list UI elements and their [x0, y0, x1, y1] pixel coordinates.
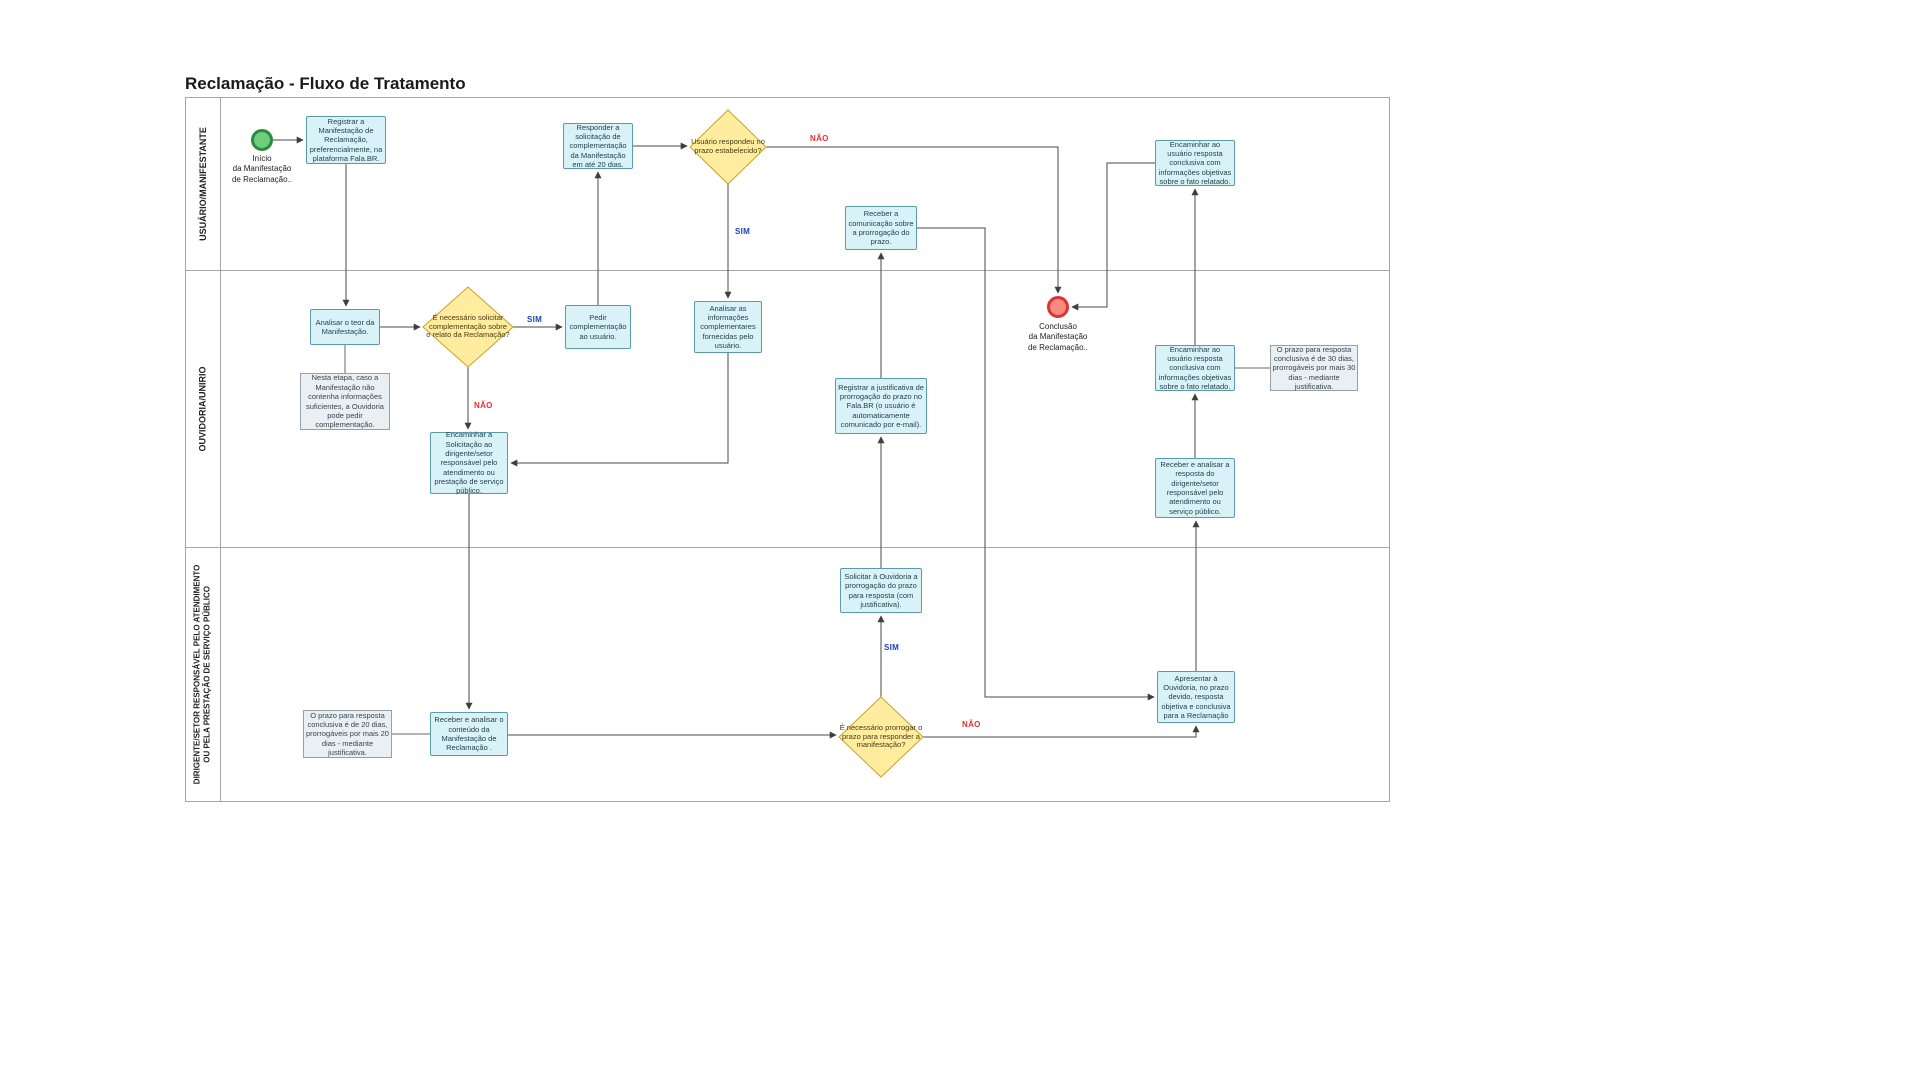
lane-divider-2	[185, 547, 1390, 548]
end-event-label: Conclusão da Manifestação de Reclamação.…	[1027, 322, 1089, 352]
edge-label-nao-respondeu: NÃO	[810, 134, 829, 143]
note-nesta-etapa: Nesta etapa, caso a Manifestação não con…	[300, 373, 390, 430]
task-pedir-complementacao: Pedir complementação ao usuário.	[565, 305, 631, 349]
task-encaminhar-solicitacao: Encaminhar a Solicitação ao dirigente/se…	[430, 430, 508, 495]
task-encaminhar-usuario-2: Encaminhar ao usuário resposta conclusiv…	[1155, 345, 1235, 391]
task-registrar-manifestacao: Registrar a Manifestação de Reclamação, …	[306, 116, 386, 164]
task-receber-conteudo: Receber e analisar o conteúdo da Manifes…	[430, 712, 508, 756]
edge-label-sim-respondeu: SIM	[735, 227, 751, 236]
task-receber-analisar-resposta: Receber e analisar a resposta do dirigen…	[1155, 458, 1235, 518]
task-solicitar-prorrogacao: Solicitar à Ouvidoria a prorrogação do p…	[840, 568, 922, 613]
task-encaminhar-usuario-1: Encaminhar ao usuário resposta conclusiv…	[1155, 140, 1235, 186]
lane-dirigente-label: DIRIGENTE/SETOR RESPONSÁVEL PELO ATENDIM…	[192, 564, 212, 785]
lane-dirigente: DIRIGENTE/SETOR RESPONSÁVEL PELO ATENDIM…	[185, 547, 220, 802]
lane-ouvidoria-label: OUVIDORIA/UNIRIO	[197, 365, 208, 452]
lane-ouvidoria: OUVIDORIA/UNIRIO	[185, 270, 220, 547]
task-registrar-justificativa: Registrar a justificativa de prorrogação…	[835, 378, 927, 434]
task-analisar-teor: Analisar o teor da Manifestação.	[310, 309, 380, 345]
edge-label-nao-prorrogar: NÃO	[962, 720, 981, 729]
gateway-respondeu-label: Usuário respondeu no prazo estabelecido?	[691, 137, 765, 155]
gateway-prorrogar-label: É necessário prorrogar o prazo para resp…	[839, 723, 923, 750]
task-analisar-informacoes: Analisar as informações complementares f…	[694, 301, 762, 353]
note-prazo-30-dias: O prazo para resposta conclusiva é de 30…	[1270, 345, 1358, 391]
lane-divider-1	[185, 270, 1390, 271]
start-event-icon	[251, 129, 273, 151]
pool-frame	[185, 97, 1390, 802]
edge-label-nao-complementacao: NÃO	[474, 401, 493, 410]
edge-label-sim-complementacao: SIM	[527, 315, 543, 324]
end-event-icon	[1047, 296, 1069, 318]
task-receber-comunicacao: Receber a comunicação sobre a prorrogaçã…	[845, 206, 917, 250]
task-apresentar-resposta: Apresentar à Ouvidoria, no prazo devido,…	[1157, 671, 1235, 723]
task-responder-solicitacao: Responder a solicitação de complementaçã…	[563, 123, 633, 169]
note-prazo-20-dias: O prazo para resposta conclusiva é de 20…	[303, 710, 392, 758]
page-title: Reclamação - Fluxo de Tratamento	[185, 74, 466, 93]
lane-header-divider	[220, 97, 221, 802]
edge-label-sim-prorrogar: SIM	[884, 643, 900, 652]
start-event-label: Início da Manifestação de Reclamação..	[231, 154, 293, 184]
gateway-complementacao-label: É necessário solicitar complementação so…	[426, 313, 510, 340]
